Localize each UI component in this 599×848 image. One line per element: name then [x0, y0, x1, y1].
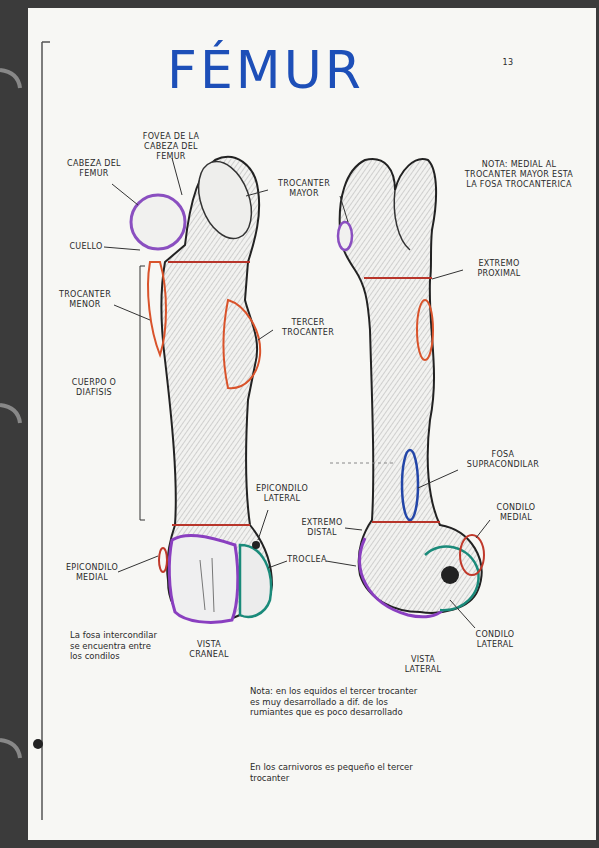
part-label: EXTREMO PROXIMAL: [463, 259, 535, 279]
view-label: VISTA LATERAL: [392, 655, 454, 675]
part-label: FOVEA DE LA CABEZA DEL FEMUR: [130, 132, 212, 162]
part-label: EPICONDILO LATERAL: [246, 484, 318, 504]
part-label: CUELLO: [66, 242, 106, 252]
note: Nota: en los equidos el tercer trocanter…: [250, 686, 426, 718]
part-label: CONDILO LATERAL: [460, 630, 530, 650]
page-title: FÉMUR: [167, 44, 364, 96]
part-label: EPICONDILO MEDIAL: [62, 563, 122, 583]
part-label: CUERPO O DIAFISIS: [64, 378, 124, 398]
part-label: FOSA SUPRACONDILAR: [456, 450, 550, 470]
note: NOTA: MEDIAL AL TROCANTER MAYOR ESTA LA …: [460, 160, 578, 190]
part-label: TROCANTER MENOR: [54, 290, 116, 310]
part-label: TERCER TROCANTER: [272, 318, 344, 338]
part-label: EXTREMO DISTAL: [298, 518, 346, 538]
note: En los carnivoros es pequeño el tercer t…: [250, 762, 426, 783]
page-number: 13: [496, 58, 520, 68]
note: La fosa intercondilar se encuentra entre…: [70, 630, 162, 662]
part-label: CONDILO MEDIAL: [486, 503, 546, 523]
part-label: CABEZA DEL FEMUR: [64, 159, 124, 179]
view-label: VISTA CRANEAL: [178, 640, 240, 660]
part-label: TROCANTER MAYOR: [268, 179, 340, 199]
part-label: TROCLEA: [286, 555, 328, 565]
